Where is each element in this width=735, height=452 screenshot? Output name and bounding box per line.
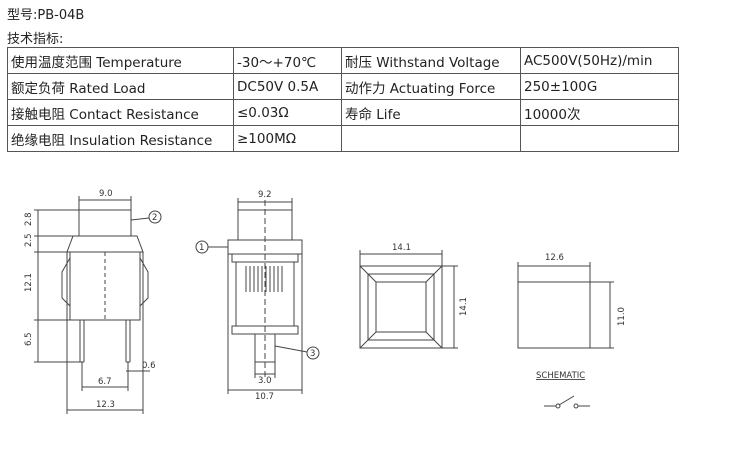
callout-label: 2 bbox=[152, 213, 157, 223]
table-cell bbox=[520, 125, 679, 152]
callout-label: 1 bbox=[199, 243, 204, 253]
panel-cutout bbox=[517, 262, 614, 349]
dim-label: 12.3 bbox=[96, 400, 115, 410]
table-cell: 动作力 Actuating Force bbox=[341, 73, 521, 100]
dim-label: 0.6 bbox=[142, 361, 156, 371]
table-cell: 额定负荷 Rated Load bbox=[7, 73, 234, 100]
dim-label: 12.6 bbox=[545, 253, 564, 263]
dim-label: 3.0 bbox=[258, 376, 272, 386]
spec-heading: 技术指标: bbox=[7, 32, 64, 47]
dim-label: 9.2 bbox=[258, 190, 272, 200]
dim-label: 12.1 bbox=[24, 273, 34, 292]
table-cell: 绝缘电阻 Insulation Resistance bbox=[7, 125, 234, 152]
dim-label: 14.1 bbox=[392, 243, 411, 253]
table-cell: 使用温度范围 Temperature bbox=[7, 47, 234, 74]
dim-label: 6.5 bbox=[24, 332, 34, 346]
table-row: 接触电阻 Contact Resistance ≤0.03Ω 寿命 Life 1… bbox=[7, 99, 679, 126]
schematic-label: SCHEMATIC bbox=[536, 371, 585, 381]
table-cell: 250±100G bbox=[520, 73, 679, 100]
table-cell: 寿命 Life bbox=[341, 99, 521, 126]
dim-label: 2.8 bbox=[24, 212, 34, 226]
dim-label: 11.0 bbox=[617, 307, 627, 326]
table-cell: DC50V 0.5A bbox=[233, 73, 342, 100]
side-view bbox=[34, 196, 162, 414]
dim-label: 14.1 bbox=[459, 297, 469, 316]
dim-label: 2.5 bbox=[24, 233, 34, 247]
table-cell: -30～+70℃ bbox=[233, 47, 342, 74]
table-row: 额定负荷 Rated Load DC50V 0.5A 动作力 Actuating… bbox=[7, 73, 679, 100]
dim-label: 10.7 bbox=[255, 392, 274, 402]
table-cell: 10000次 bbox=[520, 99, 679, 126]
callout-label: 3 bbox=[310, 349, 315, 359]
table-cell: 接触电阻 Contact Resistance bbox=[7, 99, 234, 126]
table-cell: ≥100MΩ bbox=[233, 125, 342, 152]
front-view bbox=[195, 198, 320, 394]
table-cell: ≤0.03Ω bbox=[233, 99, 342, 126]
technical-drawing: 9.0 2.8 2.5 12.1 6.5 6.7 0.6 12.3 2 9.2 … bbox=[24, 189, 627, 414]
dim-label: 9.0 bbox=[99, 189, 113, 199]
table-row: 使用温度范围 Temperature -30～+70℃ 耐压 Withstand… bbox=[7, 47, 679, 74]
table-cell bbox=[341, 125, 521, 152]
model-number: 型号:PB-04B bbox=[7, 8, 85, 23]
dim-label: 6.7 bbox=[98, 377, 112, 387]
schematic-symbol bbox=[544, 395, 590, 409]
table-cell: 耐压 Withstand Voltage bbox=[341, 47, 521, 74]
table-row: 绝缘电阻 Insulation Resistance ≥100MΩ bbox=[7, 125, 679, 152]
table-cell: AC500V(50Hz)/min bbox=[520, 47, 679, 74]
spec-table: 使用温度范围 Temperature -30～+70℃ 耐压 Withstand… bbox=[7, 47, 679, 152]
top-view bbox=[359, 250, 458, 349]
